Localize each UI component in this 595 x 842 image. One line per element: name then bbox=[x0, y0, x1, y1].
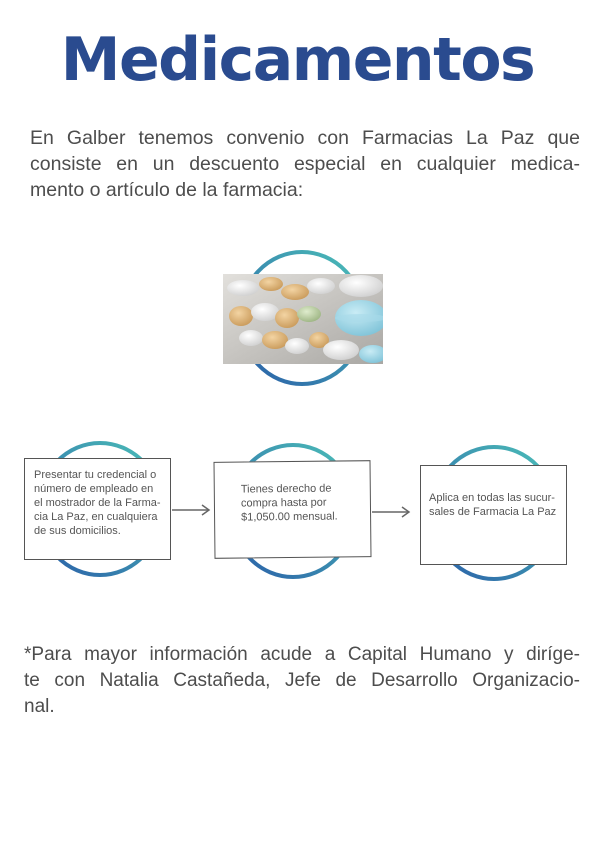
step-line: Presentar tu credencial o bbox=[34, 469, 157, 481]
step-line: cia La Paz, en cualquiera bbox=[34, 511, 158, 523]
footer-line: *Para mayor información acude a Capital … bbox=[24, 644, 580, 665]
step-3-text: Aplica en todas las sucur- sales de Farm… bbox=[429, 491, 567, 519]
intro-line: En Galber tenemos convenio con Farmacias… bbox=[30, 127, 580, 149]
step-line: Aplica en todas las sucur- bbox=[429, 492, 555, 504]
step-1-text: Presentar tu credencial o número de empl… bbox=[34, 468, 170, 538]
step-line: el mostrador de la Farma- bbox=[34, 497, 161, 509]
intro-line: consiste en un descuento especial en cua… bbox=[30, 153, 580, 175]
step-2-text: Tienes derecho de compra hasta por $1,05… bbox=[241, 481, 366, 524]
intro-paragraph: En Galber tenemos convenio con Farmacias… bbox=[30, 125, 580, 203]
step-line: compra hasta por bbox=[240, 496, 327, 510]
footer-line: nal. bbox=[24, 696, 55, 717]
step-2-box: Tienes derecho de compra hasta por $1,05… bbox=[213, 460, 372, 559]
step-line: sales de Farmacia La Paz bbox=[429, 506, 557, 518]
page-title: Medicamentos bbox=[60, 25, 536, 95]
footer-note: *Para mayor información acude a Capital … bbox=[24, 642, 580, 720]
step-line: Tienes derecho de bbox=[240, 482, 332, 496]
intro-line: mento o artículo de la farmacia: bbox=[30, 179, 304, 201]
step-1-box: Presentar tu credencial o número de empl… bbox=[24, 458, 171, 560]
step-line: $1,050.00 mensual. bbox=[241, 510, 338, 524]
pills-photo bbox=[223, 274, 383, 364]
step-3-box: Aplica en todas las sucur- sales de Farm… bbox=[420, 465, 567, 565]
arrow-right-icon bbox=[172, 504, 211, 516]
footer-line: te con Natalia Castañeda, Jefe de Desarr… bbox=[24, 670, 580, 691]
step-line: número de empleado en bbox=[34, 483, 154, 495]
arrow-right-icon bbox=[372, 506, 411, 518]
step-line: de sus domicilios. bbox=[34, 525, 121, 537]
